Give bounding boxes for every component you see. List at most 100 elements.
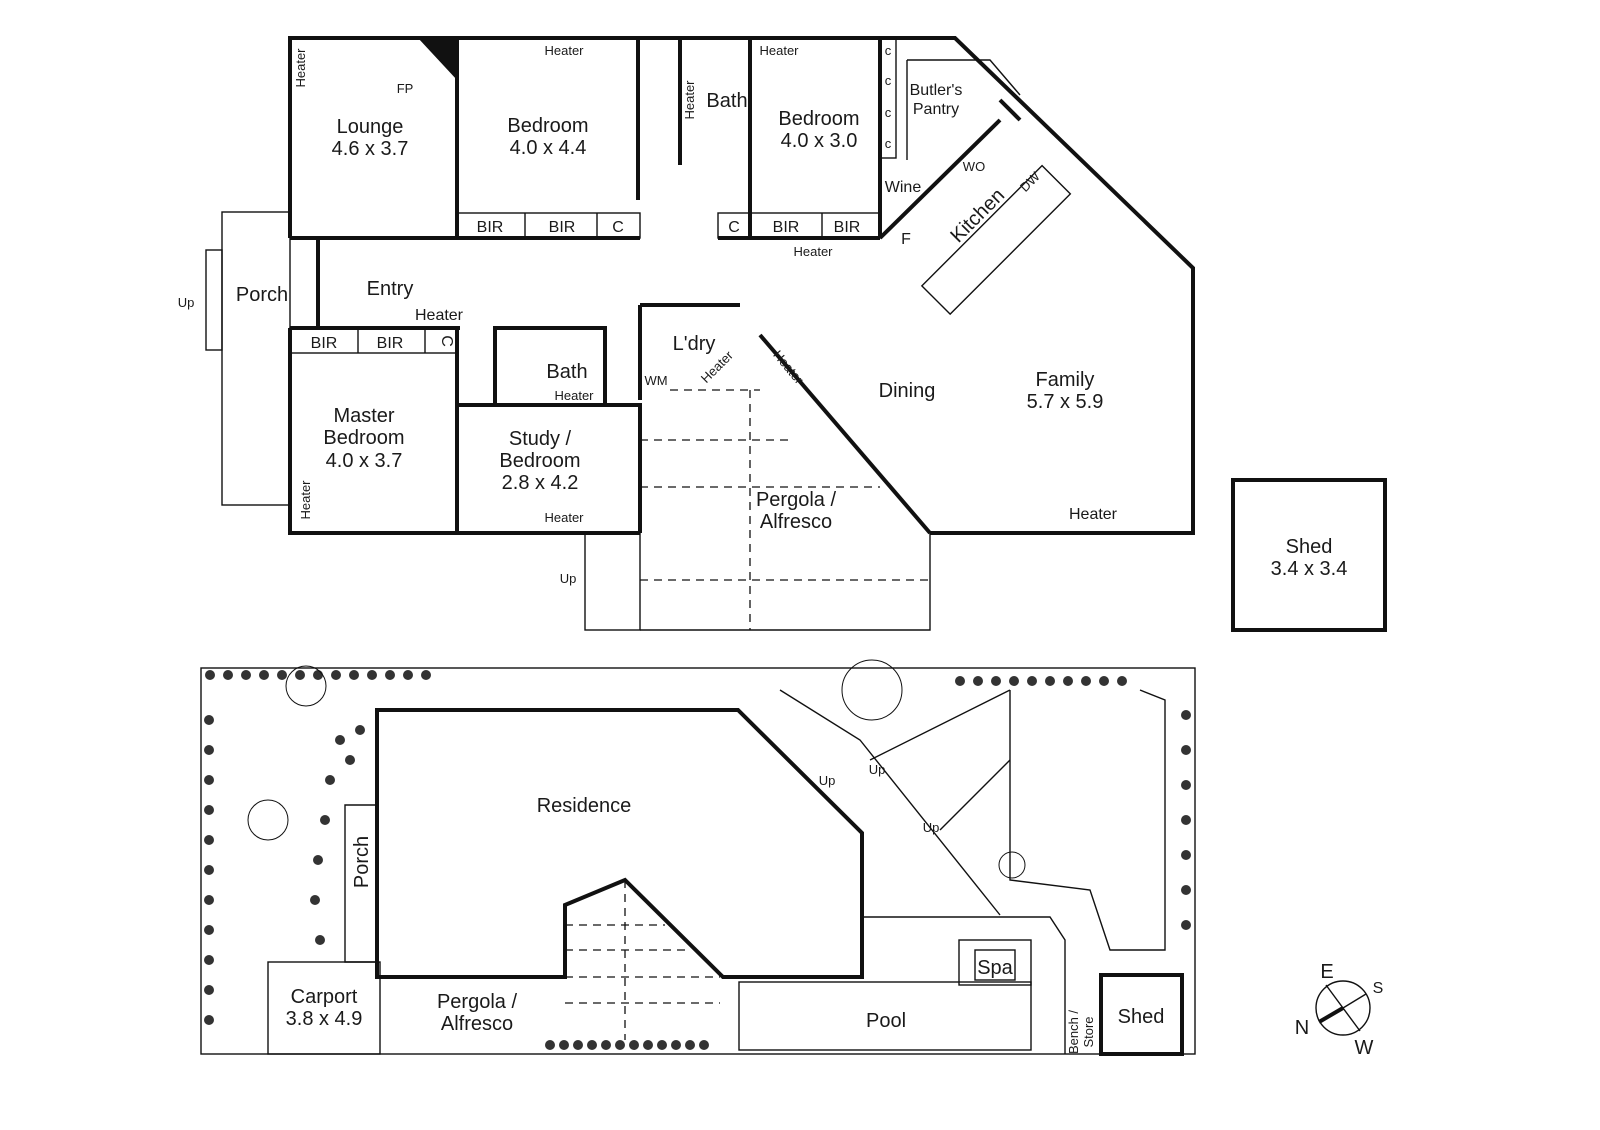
shrub-icon <box>345 755 355 765</box>
tree-icon <box>247 799 289 841</box>
bir-label: BIR <box>477 219 504 236</box>
site-boundary <box>200 667 1196 1056</box>
room-bedroom2-size: 4.0 x 3.0 <box>781 130 858 152</box>
heater-label: Heater <box>298 480 313 520</box>
shrub-icon <box>545 1040 555 1050</box>
shrub-icon <box>204 925 214 935</box>
shrub-icon <box>559 1040 569 1050</box>
cupboard-label: c <box>885 105 892 120</box>
shrub-icon <box>573 1040 583 1050</box>
shrub-icon <box>335 735 345 745</box>
shrub-icon <box>1181 920 1191 930</box>
site-carport-size: 3.8 x 4.9 <box>286 1008 363 1030</box>
shrub-icon <box>204 1015 214 1025</box>
shrub-icon <box>277 670 287 680</box>
site-bench-line1: Bench / <box>1066 1010 1081 1054</box>
room-butlers-pantry-line1: Butler's <box>910 82 963 99</box>
room-study-size: 2.8 x 4.2 <box>502 472 579 494</box>
site-spa-label: Spa <box>977 957 1013 979</box>
shrub-icon <box>204 805 214 815</box>
cupboard-label: c <box>885 43 892 58</box>
shrub-icon <box>1181 885 1191 895</box>
heater-label: Heater <box>682 80 697 120</box>
heater-label: Heater <box>554 388 594 403</box>
shrub-icon <box>1009 676 1019 686</box>
shrub-icon <box>204 865 214 875</box>
up-label: Up <box>178 295 195 310</box>
site-up-label: Up <box>923 820 940 835</box>
shrub-icon <box>320 815 330 825</box>
shrub-icon <box>1063 676 1073 686</box>
shrub-icon <box>310 895 320 905</box>
shrub-icon <box>671 1040 681 1050</box>
tree-icon <box>285 665 327 707</box>
shrub-icon <box>205 670 215 680</box>
shrub-icon <box>1181 745 1191 755</box>
wall-oven-label: WO <box>963 159 985 174</box>
room-family-size: 5.7 x 5.9 <box>1027 391 1104 413</box>
room-study-line1: Study / <box>509 428 572 450</box>
heater-label: Heater <box>1069 506 1118 523</box>
room-pergola-line2: Alfresco <box>760 511 832 533</box>
shrub-icon <box>1181 815 1191 825</box>
compass-icon: E S N W <box>1295 961 1384 1059</box>
shrub-icon <box>643 1040 653 1050</box>
shrub-icon <box>367 670 377 680</box>
shrub-icon <box>1081 676 1091 686</box>
shrub-icon <box>295 670 305 680</box>
up-label: Up <box>560 571 577 586</box>
room-shed-size: 3.4 x 3.4 <box>1271 558 1348 580</box>
room-butlers-pantry-line2: Pantry <box>913 101 959 118</box>
room-pergola-line1: Pergola / <box>756 489 836 511</box>
shrub-icon <box>313 670 323 680</box>
bir-label: BIR <box>549 219 576 236</box>
site-up-label: Up <box>869 762 886 777</box>
room-master-line2: Bedroom <box>323 427 404 449</box>
site-carport-name: Carport <box>291 986 358 1008</box>
compass-e: E <box>1320 961 1333 983</box>
room-master-line1: Master <box>333 405 394 427</box>
shrub-icon <box>204 895 214 905</box>
room-bedroom2-name: Bedroom <box>778 108 859 130</box>
shrub-icon <box>223 670 233 680</box>
shrub-icon <box>331 670 341 680</box>
fireplace-label: FP <box>397 81 414 96</box>
heater-label: Heater <box>759 43 799 58</box>
house-walls <box>288 36 1195 535</box>
shrub-icon <box>325 775 335 785</box>
shrub-icon <box>1181 710 1191 720</box>
tree-icon <box>841 659 903 721</box>
site-up-label: Up <box>819 773 836 788</box>
compass-n: N <box>1295 1017 1309 1039</box>
site-pool-label: Pool <box>866 1010 906 1032</box>
bir-label: BIR <box>773 219 800 236</box>
heater-label: Heater <box>415 307 464 324</box>
site-pergola-dashes <box>565 880 720 1040</box>
cupboard-label: C <box>438 335 455 347</box>
shrub-icon <box>204 775 214 785</box>
room-laundry-name: L'dry <box>673 333 716 355</box>
bir-label: BIR <box>377 335 404 352</box>
room-bedroom1-size: 4.0 x 4.4 <box>510 137 587 159</box>
shrub-icon <box>1117 676 1127 686</box>
room-shed-name: Shed <box>1286 536 1333 558</box>
heater-label: Heater <box>770 347 807 387</box>
shrub-icon <box>601 1040 611 1050</box>
site-pergola-line1: Pergola / <box>437 991 517 1013</box>
shrub-icon <box>403 670 413 680</box>
trees <box>204 659 1191 1050</box>
cupboard-label: c <box>885 73 892 88</box>
site-bench-line2: Store <box>1081 1016 1096 1047</box>
shrub-icon <box>685 1040 695 1050</box>
compass-w: W <box>1355 1037 1374 1059</box>
room-porch-name: Porch <box>236 284 288 306</box>
shrub-icon <box>355 725 365 735</box>
room-bath2-name: Bath <box>546 361 587 383</box>
dishwasher-label: DW <box>1017 168 1043 194</box>
site-shed-label: Shed <box>1118 1006 1165 1028</box>
room-study-line2: Bedroom <box>499 450 580 472</box>
bir-label: BIR <box>834 219 861 236</box>
shrub-icon <box>629 1040 639 1050</box>
shrub-icon <box>204 955 214 965</box>
